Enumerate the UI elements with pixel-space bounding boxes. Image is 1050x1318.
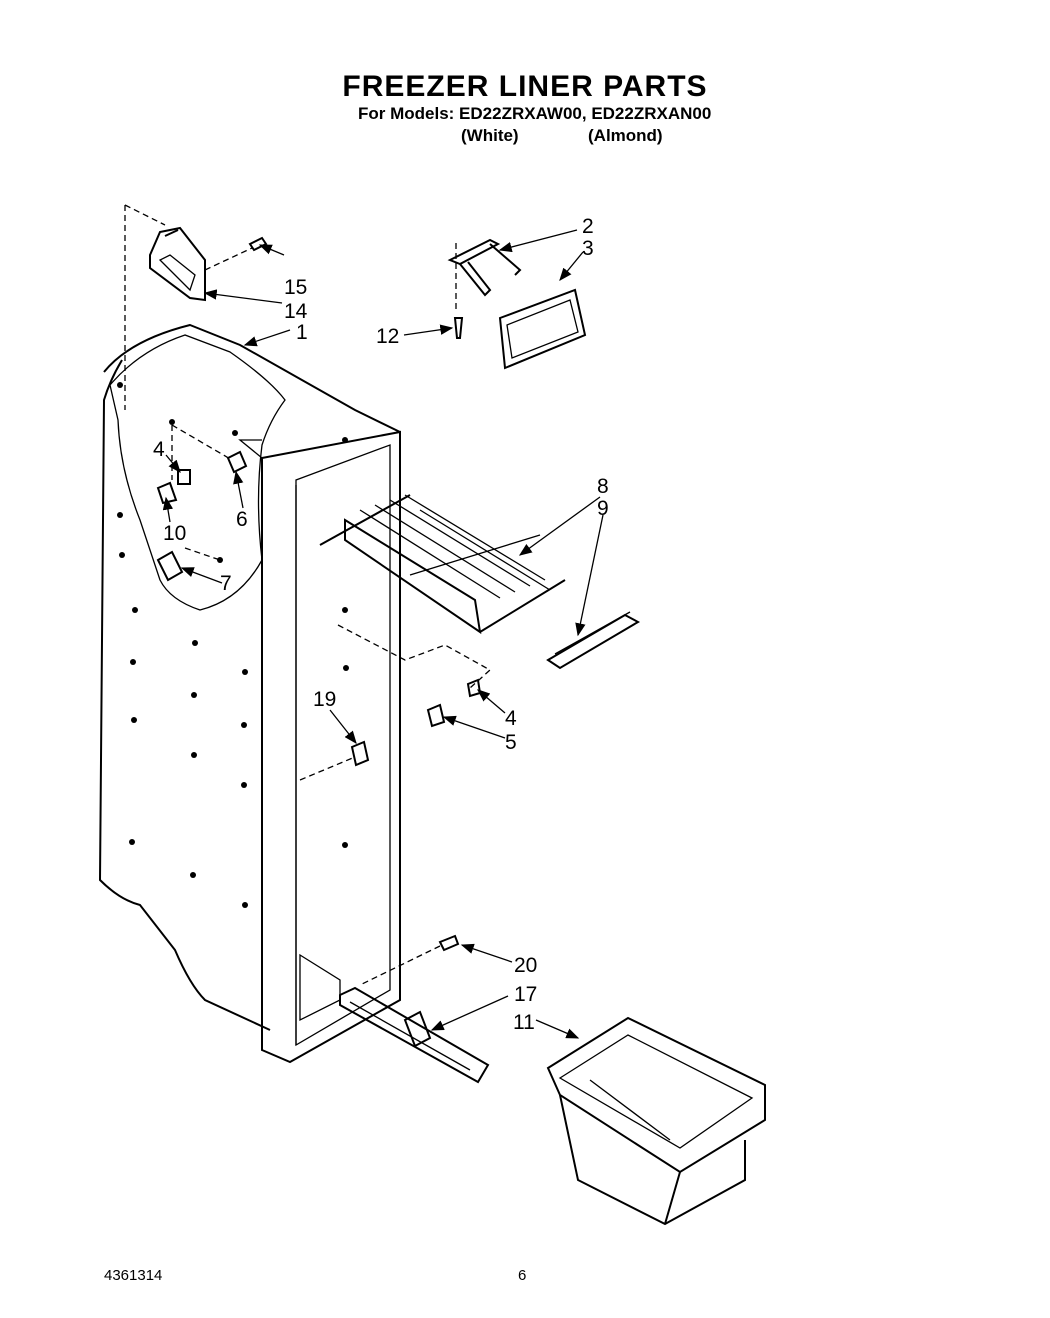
- rail-part-2: [447, 238, 522, 310]
- clip-part-7: [156, 550, 184, 582]
- callout-11: 11: [513, 1011, 535, 1034]
- shelf-bracket-part-9: [546, 611, 641, 670]
- variant-almond-label: (Almond): [588, 126, 663, 145]
- freezer-liner: [98, 323, 401, 1064]
- track-part-17: [339, 986, 490, 1084]
- clip-part-6: [226, 450, 248, 474]
- callout-14: 14: [284, 300, 308, 323]
- callout-labels: 15 14 1 2 3 12 4 10 6 7 8 9 4 5 19 20 17…: [153, 215, 609, 1034]
- callout-17: 17: [514, 983, 537, 1006]
- screw-part-20: [359, 934, 460, 986]
- screw-part-15: [204, 236, 268, 271]
- bin-part-11: [546, 1016, 766, 1226]
- leader-lines: [162, 229, 604, 1039]
- callout-10: 10: [163, 522, 186, 545]
- callout-3: 3: [582, 237, 594, 260]
- callout-20: 20: [514, 954, 537, 977]
- callout-8: 8: [597, 475, 609, 498]
- variant-white-label: (White): [461, 126, 519, 145]
- callout-7: 7: [220, 572, 232, 595]
- clip-part-4-lower: [466, 678, 482, 698]
- callout-6: 6: [236, 508, 248, 531]
- screw-part-12: [453, 317, 464, 339]
- page-title: FREEZER LINER PARTS: [342, 70, 708, 103]
- callout-1: 1: [296, 321, 308, 344]
- callout-19: 19: [313, 688, 336, 711]
- bracket-part-14: [149, 226, 206, 302]
- clip-part-5: [426, 703, 446, 728]
- callout-12: 12: [376, 325, 399, 348]
- callout-2: 2: [582, 215, 594, 238]
- callout-4-lower: 4: [505, 707, 517, 730]
- callout-4-upper: 4: [153, 438, 165, 461]
- callout-5: 5: [505, 731, 517, 754]
- models-line: For Models: ED22ZRXAW00, ED22ZRXAN00: [358, 104, 712, 123]
- document-number: 4361314: [104, 1267, 163, 1284]
- page-number: 6: [518, 1267, 527, 1284]
- cover-part-3: [498, 288, 587, 370]
- clip-part-4-upper: [177, 469, 191, 485]
- callout-9: 9: [597, 497, 609, 520]
- shelf-part-8: [319, 494, 566, 635]
- clip-part-10: [156, 481, 178, 505]
- clip-part-19: [350, 740, 370, 767]
- callout-15: 15: [284, 276, 307, 299]
